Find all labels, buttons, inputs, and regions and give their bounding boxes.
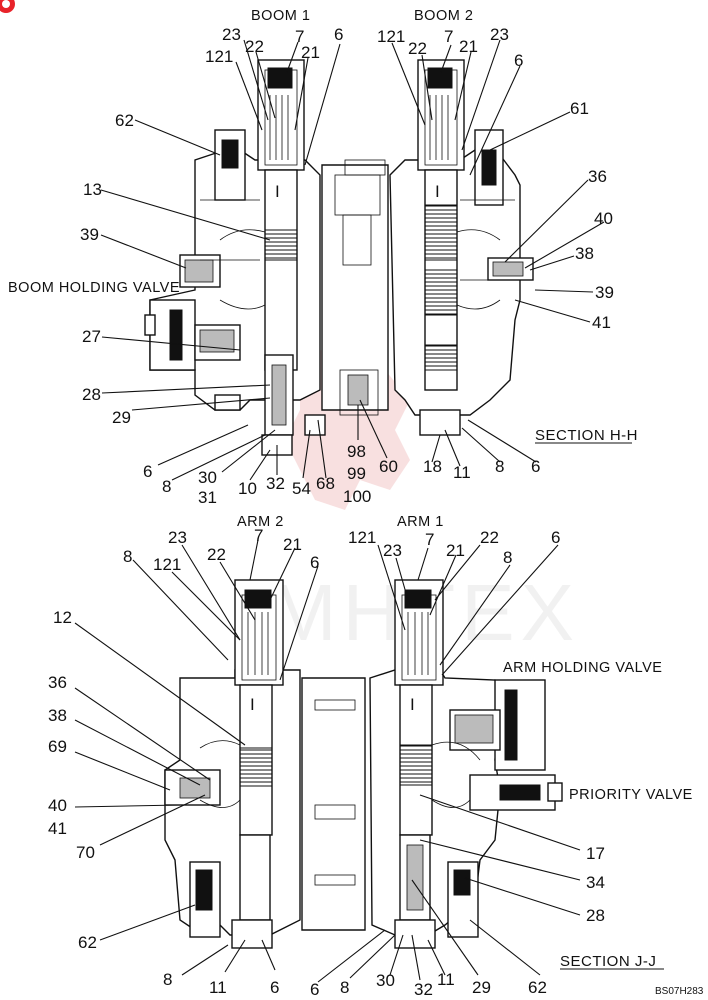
part-label: 121 <box>377 27 405 46</box>
svg-text:I: I <box>275 182 280 201</box>
part-label: 39 <box>595 283 614 302</box>
part-label: 100 <box>343 487 371 506</box>
title-boom1: BOOM 1 <box>251 8 310 24</box>
part-label: 23 <box>490 25 509 44</box>
part-label: 11 <box>453 463 471 482</box>
part-label: 39 <box>80 225 99 244</box>
part-label: 28 <box>586 906 605 925</box>
part-label: 12 <box>53 608 72 627</box>
section-jj-drawing: I I <box>164 579 563 949</box>
part-label: 7 <box>295 27 304 46</box>
part-label: 27 <box>82 327 101 346</box>
part-label: 22 <box>207 545 226 564</box>
part-label: 41 <box>48 819 67 838</box>
part-label: 121 <box>348 528 376 547</box>
part-label: 6 <box>334 25 343 44</box>
part-label: 18 <box>423 457 442 476</box>
part-label: 60 <box>379 457 398 476</box>
part-label: 6 <box>143 462 152 481</box>
part-label: 21 <box>283 535 302 554</box>
part-label: 21 <box>459 37 478 56</box>
part-label: 29 <box>472 978 491 997</box>
part-label: 7 <box>254 526 263 545</box>
part-label: 8 <box>162 477 171 496</box>
part-label: 70 <box>76 843 95 862</box>
part-label: 8 <box>123 547 132 566</box>
corner-logo-icon <box>0 0 15 13</box>
part-label: 32 <box>266 474 285 493</box>
part-label: 23 <box>383 541 402 560</box>
part-label: 68 <box>316 474 335 493</box>
part-label: 36 <box>48 673 67 692</box>
part-label: 6 <box>514 51 523 70</box>
title-arm2: ARM 2 <box>237 514 284 530</box>
part-label: 30 <box>198 468 217 487</box>
part-label: 13 <box>83 180 102 199</box>
part-label: 32 <box>414 980 433 999</box>
part-label: 22 <box>408 39 427 58</box>
part-label: 41 <box>592 313 611 332</box>
title-boom-holding-valve: BOOM HOLDING VALVE <box>8 280 180 296</box>
part-label: 22 <box>245 37 264 56</box>
svg-text:I: I <box>410 695 415 714</box>
labels-jj: 7 23 22 21 8 121 6 12 36 38 69 40 41 70 … <box>48 526 605 999</box>
section-hh-drawing: I I <box>144 59 534 456</box>
part-label: 23 <box>222 25 241 44</box>
part-label: 6 <box>310 553 319 572</box>
part-label: 22 <box>480 528 499 547</box>
part-label: 62 <box>115 111 134 130</box>
part-label: 10 <box>238 479 257 498</box>
part-label: 29 <box>112 408 131 427</box>
part-label: 40 <box>594 209 613 228</box>
title-arm-holding-valve: ARM HOLDING VALVE <box>503 660 662 676</box>
part-label: 54 <box>292 479 311 498</box>
part-label: 40 <box>48 796 67 815</box>
part-label: 8 <box>495 457 504 476</box>
part-label: 30 <box>376 971 395 990</box>
part-label: 17 <box>586 844 605 863</box>
part-label: 34 <box>586 873 605 892</box>
part-label: 69 <box>48 737 67 756</box>
part-label: 62 <box>528 978 547 997</box>
part-label: 7 <box>425 530 434 549</box>
drawing-code: BS07H283 <box>655 986 704 997</box>
part-label: 8 <box>163 970 172 989</box>
part-label: 21 <box>446 541 465 560</box>
part-label: 7 <box>444 27 453 46</box>
leader-lines-jj <box>74 539 581 983</box>
svg-text:I: I <box>250 695 255 714</box>
title-section-hh: SECTION H-H <box>535 427 638 444</box>
title-section-jj: SECTION J-J <box>560 953 656 970</box>
part-label: 36 <box>588 167 607 186</box>
part-label: 31 <box>198 488 217 507</box>
title-arm1: ARM 1 <box>397 514 444 530</box>
part-label: 98 <box>347 442 366 461</box>
part-label: 21 <box>301 43 320 62</box>
part-label: 121 <box>205 47 233 66</box>
part-label: 38 <box>48 706 67 725</box>
part-label: 28 <box>82 385 101 404</box>
part-label: 6 <box>551 528 560 547</box>
part-label: 8 <box>340 978 349 997</box>
part-label: 99 <box>347 464 366 483</box>
part-label: 11 <box>437 970 455 989</box>
part-label: 62 <box>78 933 97 952</box>
part-label: 6 <box>270 978 279 997</box>
part-label: 11 <box>209 978 227 997</box>
part-label: 121 <box>153 555 181 574</box>
part-label: 61 <box>570 99 589 118</box>
title-priority-valve: PRIORITY VALVE <box>569 787 693 803</box>
part-label: 8 <box>503 548 512 567</box>
part-label: 6 <box>310 980 319 999</box>
part-label: 38 <box>575 244 594 263</box>
labels-hh: 23 22 7 21 6 121 62 13 39 27 28 29 6 8 3… <box>80 25 614 507</box>
svg-text:I: I <box>435 182 440 201</box>
part-label: 6 <box>531 457 540 476</box>
part-label: 23 <box>168 528 187 547</box>
leader-lines-hh <box>100 39 605 481</box>
title-boom2: BOOM 2 <box>414 8 473 24</box>
